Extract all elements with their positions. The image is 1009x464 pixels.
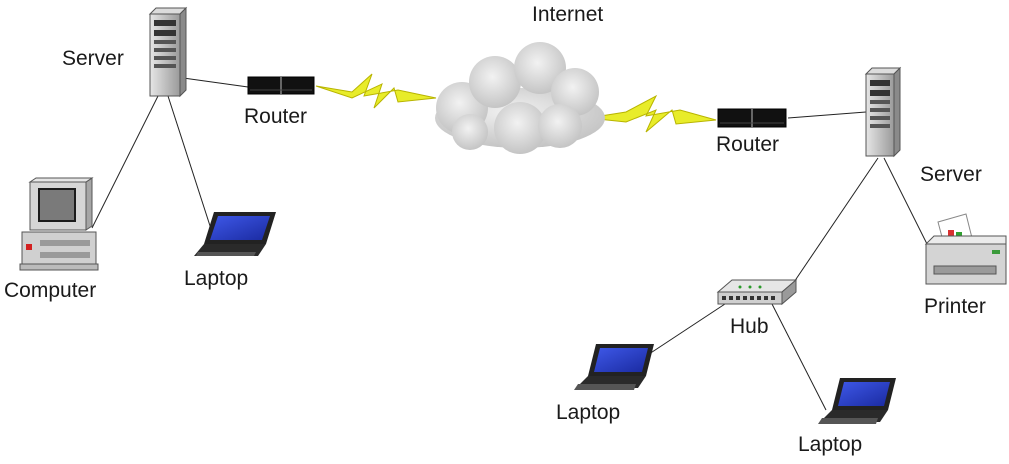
- wire-server-right-printer: [883, 157, 935, 259]
- router-right-label: Router: [716, 133, 780, 156]
- laptop-icon: [194, 212, 276, 256]
- laptop-icon: [818, 378, 896, 424]
- wire-hub-laptop-left: [639, 301, 729, 361]
- router-icon: [247, 76, 315, 95]
- server-tower-icon: [148, 6, 188, 98]
- hub-icon: [716, 278, 798, 306]
- server-tower-icon: [864, 66, 902, 158]
- hub-label: Hub: [730, 315, 769, 338]
- cloud-icon: [435, 42, 605, 154]
- laptop-hub-left-label: Laptop: [556, 401, 621, 424]
- wire-router-right-server-right: [787, 111, 867, 119]
- lightning-bolt-icon: [587, 94, 717, 133]
- laptop-icon: [574, 344, 654, 390]
- computer-label: Computer: [4, 279, 97, 302]
- printer-label: Printer: [924, 295, 986, 318]
- wire-server-left-router-left: [175, 76, 249, 88]
- router-icon: [717, 108, 787, 128]
- wire-server-left-computer: [91, 95, 159, 229]
- lightning-bolt-icon: [315, 73, 437, 109]
- wire-server-left-laptop-left: [167, 95, 213, 233]
- wire-server-right-hub: [789, 157, 879, 289]
- laptop-left-label: Laptop: [184, 267, 249, 290]
- laptop-hub-right-label: Laptop: [798, 433, 863, 456]
- server-right-label: Server: [920, 163, 982, 186]
- printer-icon: [924, 213, 1007, 285]
- wire-hub-laptop-right: [771, 303, 827, 411]
- internet-label: Internet: [532, 3, 604, 26]
- router-left-label: Router: [244, 105, 308, 128]
- server-left-label: Server: [62, 47, 124, 70]
- desktop-computer-icon: [19, 177, 99, 271]
